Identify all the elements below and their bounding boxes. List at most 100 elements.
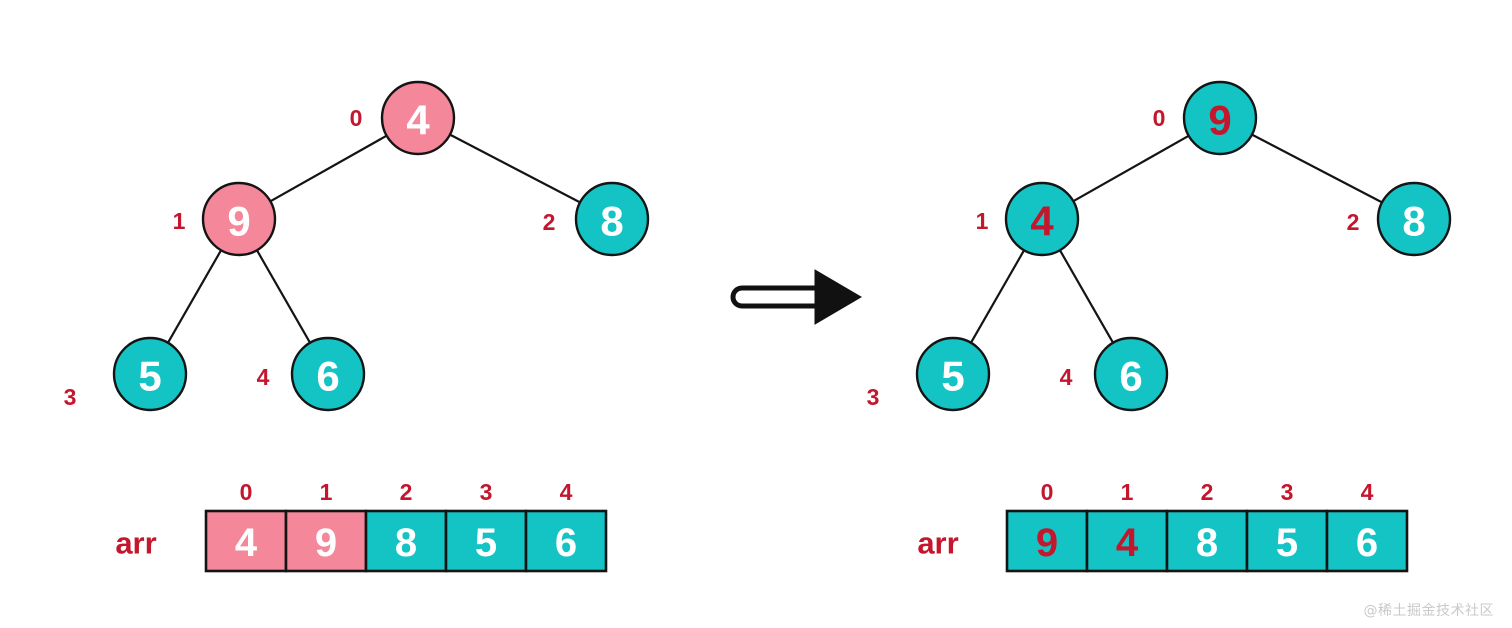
node-circle[interactable] [915,336,991,412]
array-cell-box[interactable] [1165,509,1249,573]
array-index-label: 4 [560,479,573,505]
array-cell-value: 6 [1356,521,1378,565]
array-name-label: arr [115,526,156,561]
array-cell[interactable]: 04 [204,479,288,573]
node-index-label: 3 [867,384,880,410]
node-value-label: 8 [1402,198,1425,245]
array-cell-box[interactable] [1085,509,1169,573]
array-index-label: 2 [1201,479,1214,505]
array-cell[interactable]: 46 [524,479,608,573]
tree-edge [1071,134,1191,203]
array-cell-box[interactable] [444,509,528,573]
node-circle[interactable] [112,336,188,412]
array-cell[interactable]: 14 [1085,479,1169,573]
array-cell[interactable]: 35 [1245,479,1329,573]
node-value-label: 6 [1119,353,1142,400]
node-index-label: 1 [173,208,186,234]
node-circle[interactable] [1004,181,1080,257]
array-cell-box[interactable] [1325,509,1409,573]
node-index-label: 2 [1347,209,1360,235]
tree-edge [1250,133,1384,204]
array-cell-value: 5 [475,521,497,565]
array-index-label: 1 [320,479,333,505]
array-index-label: 2 [400,479,413,505]
node-value-label: 5 [138,353,161,400]
implies-arrow-icon [730,269,862,325]
array-index-label: 1 [1121,479,1134,505]
tree-edge [969,248,1026,345]
array-cell[interactable]: 35 [444,479,528,573]
array-cell-value: 9 [1036,521,1058,565]
array-cell-value: 8 [395,521,417,565]
array-cell-value: 6 [555,521,577,565]
node-circle[interactable] [201,181,277,257]
right-tree-edges [969,133,1384,345]
array-index-label: 3 [480,479,493,505]
array-cell[interactable]: 28 [364,479,448,573]
node-value-label: 9 [227,198,250,245]
array-cell-box[interactable] [204,509,288,573]
node-circle[interactable] [1376,181,1452,257]
array-cell-box[interactable] [284,509,368,573]
array-cell-box[interactable] [1245,509,1329,573]
node-index-label: 2 [543,209,556,235]
node-value-label: 8 [600,198,623,245]
array-index-label: 0 [240,479,253,505]
tree-edge [166,248,223,345]
array-cell-value: 9 [315,521,337,565]
node-circle[interactable] [290,336,366,412]
array-cell[interactable]: 28 [1165,479,1249,573]
array-index-label: 3 [1281,479,1294,505]
array-cell[interactable]: 19 [284,479,368,573]
array-cell[interactable]: 09 [1005,479,1089,573]
watermark: @稀土掘金技术社区 [1363,603,1494,619]
node-value-label: 5 [941,353,964,400]
array-cell-value: 5 [1276,521,1298,565]
array-cell-value: 4 [1116,521,1139,565]
node-value-label: 4 [406,97,430,144]
tree-edge [1058,248,1115,345]
tree-edge [255,248,312,345]
array-index-label: 4 [1361,479,1374,505]
array-cell[interactable]: 46 [1325,479,1409,573]
node-value-label: 9 [1208,97,1231,144]
arrow-shaft [730,285,824,309]
node-index-label: 3 [64,384,77,410]
node-value-label: 4 [1030,198,1054,245]
node-circle[interactable] [574,181,650,257]
tree-edge [448,133,582,204]
node-circle[interactable] [1182,80,1258,156]
array-index-label: 0 [1041,479,1054,505]
node-index-label: 4 [257,364,270,390]
array-cell-box[interactable] [364,509,448,573]
node-index-label: 1 [976,208,989,234]
array-cell-value: 4 [235,521,258,565]
tree-edge [268,134,389,203]
array-cell-box[interactable] [524,509,608,573]
array-name-label: arr [917,526,958,561]
node-index-label: 0 [350,105,363,131]
node-value-label: 6 [316,353,339,400]
node-circle[interactable] [380,80,456,156]
node-circle[interactable] [1093,336,1169,412]
node-index-label: 0 [1153,105,1166,131]
arrow-head [814,269,862,325]
left-tree-edges [166,133,582,345]
array-cell-value: 8 [1196,521,1218,565]
